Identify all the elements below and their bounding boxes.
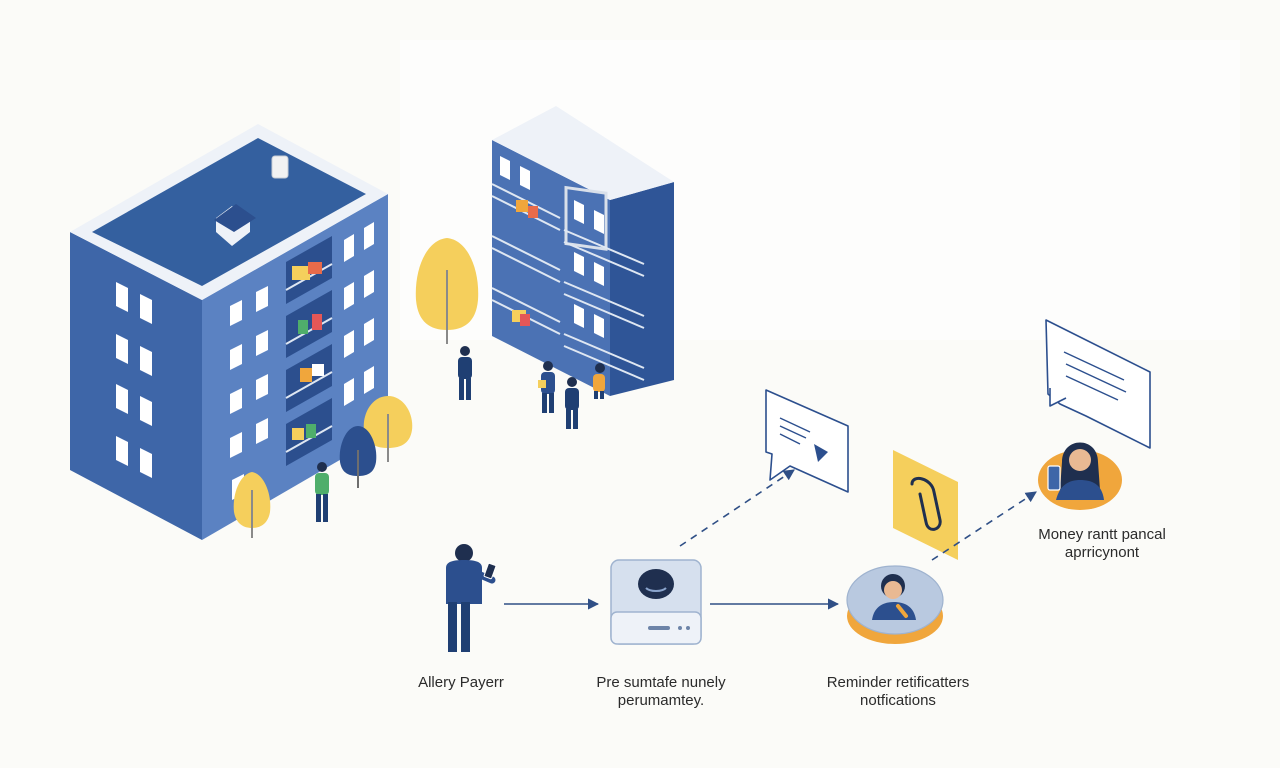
payer-person-icon <box>446 544 497 652</box>
trees <box>233 238 479 538</box>
step-label-line: perumamtey. <box>617 692 705 709</box>
step-label-reminder: Reminder retificatters notfications <box>806 674 990 710</box>
resident-person <box>565 377 579 429</box>
payment-approval-avatar <box>1038 442 1122 510</box>
balconies <box>285 236 333 466</box>
tree <box>415 238 479 344</box>
reminder-clip-icon <box>893 450 958 560</box>
payment-device-icon <box>610 559 702 645</box>
device-sensor-icon <box>638 569 674 599</box>
step-label-line: Allery Payerr <box>418 674 504 691</box>
reminder-agent-icon <box>846 565 944 644</box>
tower-roof <box>492 106 674 200</box>
step-label-device: Pre sumtafe nunely perumamtey. <box>576 674 746 710</box>
phone-icon <box>1047 465 1061 491</box>
notification-bubble-icon <box>1045 319 1151 449</box>
left-face-windows <box>116 282 152 478</box>
resident-person <box>538 361 555 413</box>
tower-windows <box>500 156 604 338</box>
tree <box>363 396 413 462</box>
tree <box>233 472 271 538</box>
phone-icon <box>483 562 497 580</box>
message-card-icon <box>765 389 849 493</box>
step-label-approval: Money rantt pancal aprricynont <box>1022 526 1182 562</box>
resident-person <box>593 363 605 399</box>
step-label-line: aprricynont <box>1064 544 1140 561</box>
tower-right-face <box>610 182 674 396</box>
step-label-payer: Allery Payerr <box>396 674 526 692</box>
tree <box>339 426 377 488</box>
step-label-line: Pre sumtafe nunely <box>596 674 726 691</box>
resident-person <box>458 346 472 400</box>
resident-person <box>315 462 329 522</box>
arrow-step2-to-message <box>679 469 795 547</box>
step-label-line: Money rantt pancal <box>1038 526 1166 543</box>
step-label-line: Reminder retificatters <box>826 674 970 691</box>
large-apartment-building <box>70 124 388 540</box>
step-label-line: notfications <box>860 692 936 709</box>
building-left-face <box>70 232 202 540</box>
tall-apartment-building <box>491 106 674 396</box>
residents <box>315 346 605 522</box>
roof-vent <box>271 155 289 179</box>
